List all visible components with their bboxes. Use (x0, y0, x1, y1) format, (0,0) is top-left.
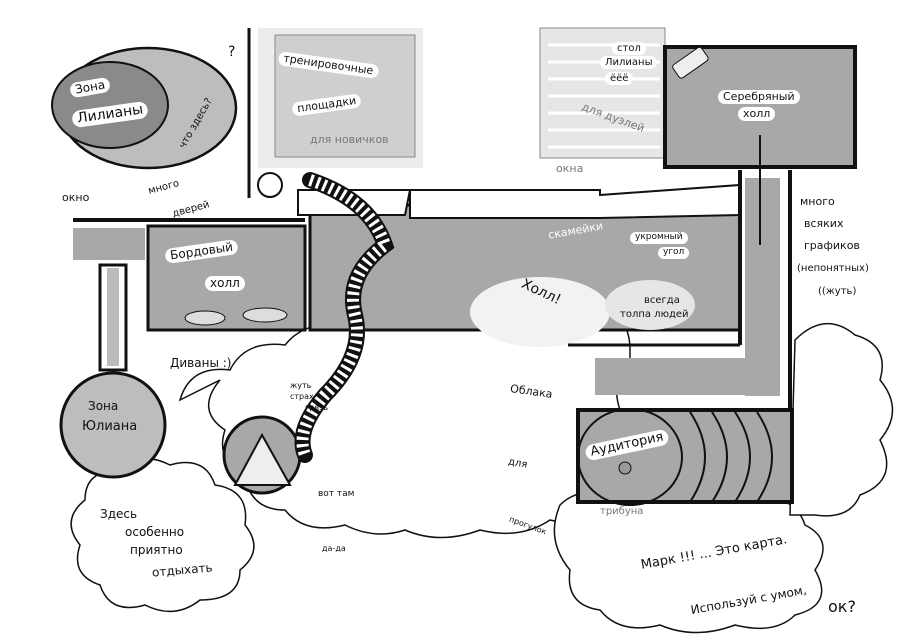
corner-label-2: угол (658, 247, 690, 259)
clock-icon (257, 172, 283, 198)
duel-area (539, 27, 666, 159)
corridor-horizontal (595, 358, 765, 395)
cloud-right (789, 322, 894, 517)
for-newbies-label: для новичков (310, 133, 389, 146)
crowd-area (605, 280, 695, 330)
graphs-label-2: всяких (804, 217, 844, 230)
yes-label: да-да (322, 544, 346, 553)
sofa (242, 307, 288, 323)
julian-zone (59, 371, 167, 479)
graphs-label-4: (непонятных) (797, 263, 869, 274)
mountain (233, 432, 292, 486)
sofa (184, 310, 226, 326)
julian-zone-label-2: Юлиана (82, 419, 138, 434)
table-label-2: Лилианы (600, 56, 658, 69)
graphs-label-5: ((жуть) (818, 286, 857, 297)
question-mark: ? (228, 44, 236, 60)
crowd-label-2: толпа людей (620, 309, 689, 320)
burgundy-hall-label-2: холл (205, 276, 245, 292)
mark-note-3: ок? (828, 597, 856, 616)
window-label: окно (62, 191, 90, 204)
table-label-1: стол (612, 42, 646, 55)
julian-zone-label-1: Зона (88, 399, 119, 413)
auditorium-rows (577, 408, 773, 506)
graphs-label-1: много (800, 195, 835, 208)
graphs-label-3: графиков (804, 239, 860, 252)
liliana-table (672, 46, 709, 79)
window-bench-strip (409, 183, 741, 219)
fear-label-2: страх (290, 392, 314, 401)
rest-label-1: Здесь (100, 507, 138, 521)
there-label: вот там (318, 489, 355, 499)
rest-label-3: приятно (130, 543, 183, 557)
hall-highlight (470, 277, 610, 347)
fear-label-3: грязь (305, 403, 329, 412)
fear-label-1: жуть (290, 381, 312, 390)
rest-label-2: особенно (125, 525, 185, 539)
silver-hall-label-2: холл (738, 107, 776, 122)
silver-hall-label-1: Серебряный (718, 90, 800, 105)
table-label-3: ёёё (605, 72, 634, 85)
sofas-label: Диваны :) (170, 356, 232, 370)
tribune (618, 461, 632, 475)
windows-label: окна (556, 162, 584, 175)
crowd-label-1: всегда (644, 295, 680, 306)
spiral-stairs-steps (296, 174, 393, 458)
tribune-label: трибуна (600, 506, 644, 517)
corridor-left (73, 228, 145, 260)
corner-label-1: укромный (630, 232, 688, 244)
